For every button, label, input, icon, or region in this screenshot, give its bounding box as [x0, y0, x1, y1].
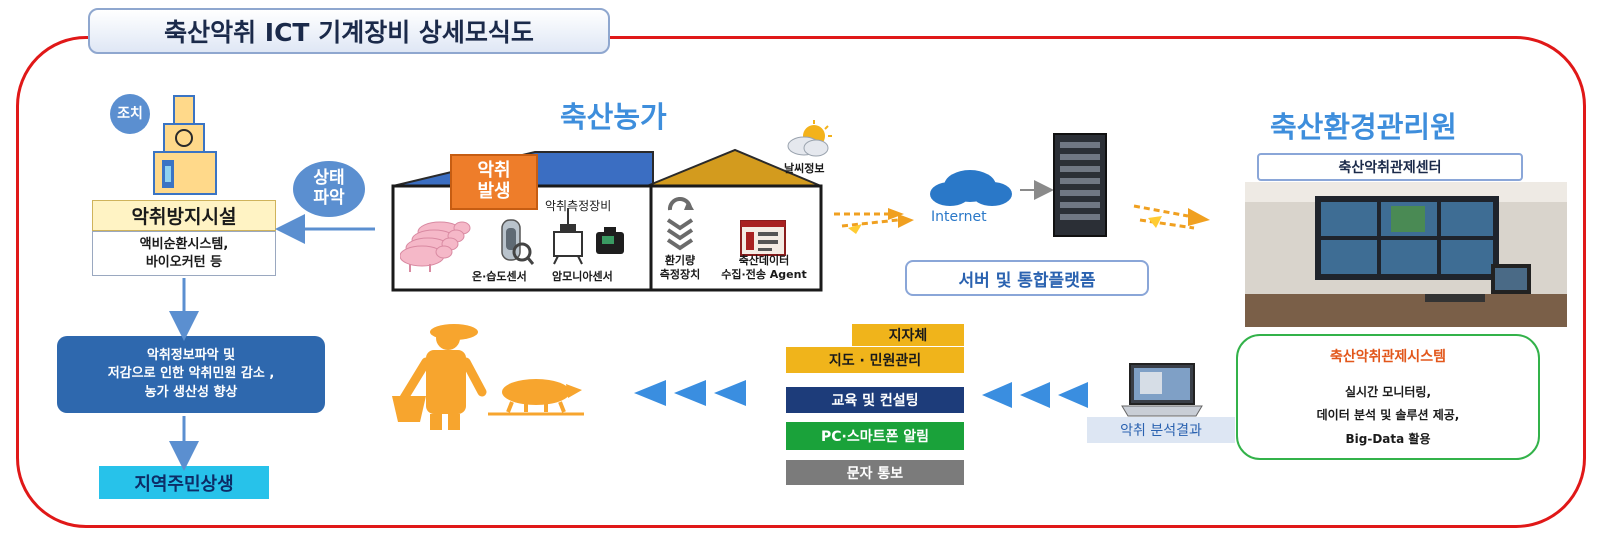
server-platform-label: 서버 및 통합플랫폼 [905, 260, 1149, 296]
control-system-box [1236, 334, 1540, 460]
facility-description: 액비순환시스템, 바이오커턴 등 [92, 231, 276, 276]
education-consulting-label: 교육 및 컨설팅 [786, 387, 964, 413]
analysis-result-label: 악취 분석결과 [1087, 417, 1235, 443]
odor-badge-line1: 악취 [477, 160, 511, 182]
weather-info-label: 날씨정보 [784, 162, 825, 175]
ventilation-label: 환기량 측정장치 [648, 254, 712, 283]
data-transmission-left-icon [834, 208, 914, 234]
agency-heading: 축산환경관리원 [1270, 110, 1457, 144]
guidance-complaint-label: 지도 · 민원관리 [786, 347, 964, 373]
control-center-label: 축산악취관제센터 [1257, 153, 1523, 181]
laptop-icon [1121, 363, 1203, 417]
ventilation-sensor-icon [666, 197, 694, 251]
arrows-to-services [982, 382, 1088, 408]
data-transmission-right-icon [1133, 204, 1210, 230]
control-room-photo [1245, 182, 1567, 327]
server-rack-icon [1053, 133, 1107, 237]
odor-occurrence-badge: 악취 발생 [450, 154, 538, 210]
control-system-title: 축산악취관제시스템 [1330, 349, 1446, 365]
pigs-icon [400, 221, 471, 272]
internet-cloud-icon [930, 170, 1012, 206]
system-line3: Big-Data 활용 [1345, 431, 1431, 446]
facility-title: 악취방지시설 [92, 200, 276, 231]
temp-humidity-sensor-label: 온·습도센서 [472, 270, 527, 283]
system-line2: 데이터 분석 및 솔루션 제공, [1316, 408, 1460, 423]
portable-odor-meter-icon [596, 227, 624, 254]
measure-device-label: 악취측정장비 [545, 199, 612, 213]
arrows-to-farmer [634, 380, 746, 406]
odor-badge-line2: 발생 [477, 181, 511, 202]
action-circle: 조치 [110, 94, 150, 134]
status-check-circle: 상태 파악 [293, 161, 365, 217]
agent-line2: 수집·전송 Agent [721, 268, 807, 282]
diagram-frame [16, 36, 1586, 528]
agent-line1: 축산데이터 [738, 254, 790, 267]
farmer-with-pig-icon [392, 324, 584, 430]
ventilation-line2: 측정장치 [659, 268, 701, 282]
control-system-features: 실시간 모니터링, 데이터 분석 및 솔루션 제공, Big-Data 활용 [1236, 381, 1540, 451]
ammonia-sensor-label: 암모니아센서 [552, 270, 613, 283]
effect-summary-box: 악취정보파악 및 저감으로 인한 악취민원 감소 , 농가 생산성 향상 [57, 336, 325, 413]
sms-notification-label: 문자 통보 [786, 460, 964, 485]
effect-line3: 농가 생산성 향상 [144, 384, 238, 400]
facility-desc-line1: 액비순환시스템, [139, 236, 229, 252]
effect-line2: 저감으로 인한 악취민원 감소 , [107, 366, 275, 382]
status-circle-line2: 파악 [313, 188, 345, 208]
resident-coexistence-label: 지역주민상생 [99, 466, 269, 499]
ammonia-sensor-icon [553, 208, 583, 265]
pc-smartphone-alert-label: PC·스마트폰 알림 [786, 422, 964, 450]
internet-label: Internet [931, 209, 987, 225]
system-line1: 실시간 모니터링, [1344, 385, 1432, 399]
deodorization-facility-icon [153, 95, 217, 195]
data-agent-label: 축산데이터 수집·전송 Agent [714, 254, 814, 283]
status-circle-line1: 상태 [313, 168, 345, 189]
weather-icon [787, 120, 832, 157]
effect-line1: 악취정보파악 및 [146, 348, 236, 364]
ventilation-line1: 환기량 [664, 254, 696, 267]
page-title: 축산악취 ICT 기계장비 상세모식도 [88, 8, 610, 54]
temperature-humidity-sensor-icon [501, 219, 534, 265]
data-agent-device-icon [740, 220, 786, 256]
farm-heading: 축산농가 [560, 100, 667, 134]
facility-desc-line2: 바이오커턴 등 [145, 254, 223, 270]
local-government-label: 지자체 [852, 324, 964, 346]
